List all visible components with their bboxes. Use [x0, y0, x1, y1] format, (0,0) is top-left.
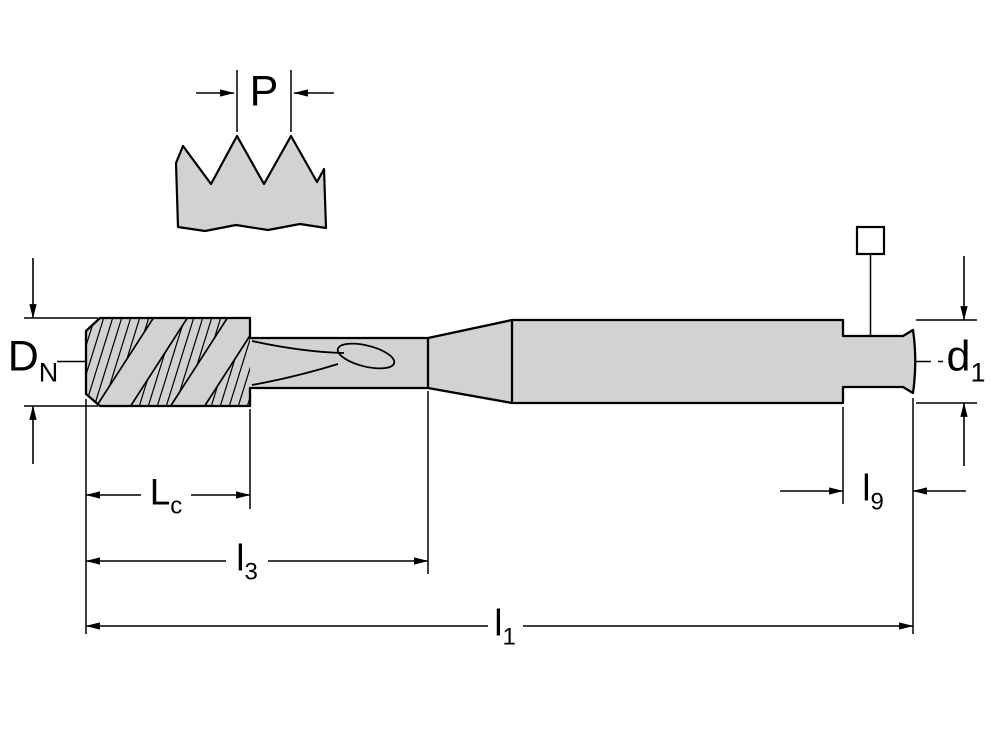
l3-dimension — [85, 391, 429, 574]
thread-hatch-line — [93, 318, 123, 406]
flute-runout-end — [336, 342, 396, 370]
pitch-dimension — [196, 70, 334, 132]
thread-profile-detail — [174, 70, 334, 233]
label-l9-main: l — [862, 467, 871, 509]
thread-hatch-line — [86, 318, 105, 406]
l1-dimension — [85, 398, 914, 634]
square-drive-callout — [855, 225, 886, 336]
tap-body-fill — [86, 318, 916, 406]
spiral-flute-band — [168, 318, 250, 406]
tap-body — [84, 316, 917, 408]
label-d1-sub: 1 — [970, 357, 986, 388]
label-lc-main: L — [149, 471, 171, 513]
spiral-flute-band — [94, 318, 190, 406]
label-pitch: P — [249, 67, 279, 116]
label-dn-main: D — [7, 332, 39, 381]
label-l3-sub: 3 — [244, 558, 258, 586]
thread-hatch-line — [86, 318, 96, 406]
tap-outline — [84, 316, 917, 408]
label-l9-sub: 9 — [870, 488, 884, 516]
label-d1-main: d — [946, 332, 971, 381]
label-dn-sub: N — [38, 357, 59, 388]
square-drive-icon — [855, 225, 886, 256]
label-l3-main: l — [236, 537, 245, 579]
thread-hatch-line — [165, 318, 195, 406]
label-pitch-main: P — [249, 67, 279, 116]
label-l1-main: l — [494, 602, 503, 644]
lc-dimension — [85, 409, 251, 509]
flute-runout-curve — [251, 340, 345, 354]
label-l1-sub: 1 — [502, 623, 516, 651]
thread-hatch-line — [86, 318, 114, 406]
label-lc-sub: c — [170, 492, 183, 520]
thread-profile-shape — [174, 134, 328, 233]
thread-hatch-line — [228, 318, 250, 406]
l9-dimension — [780, 407, 966, 504]
thread-hatch-line — [237, 318, 250, 406]
d1-dimension — [916, 256, 977, 466]
thread-hatch-line — [156, 318, 186, 406]
flute-runout-curve — [251, 363, 339, 386]
